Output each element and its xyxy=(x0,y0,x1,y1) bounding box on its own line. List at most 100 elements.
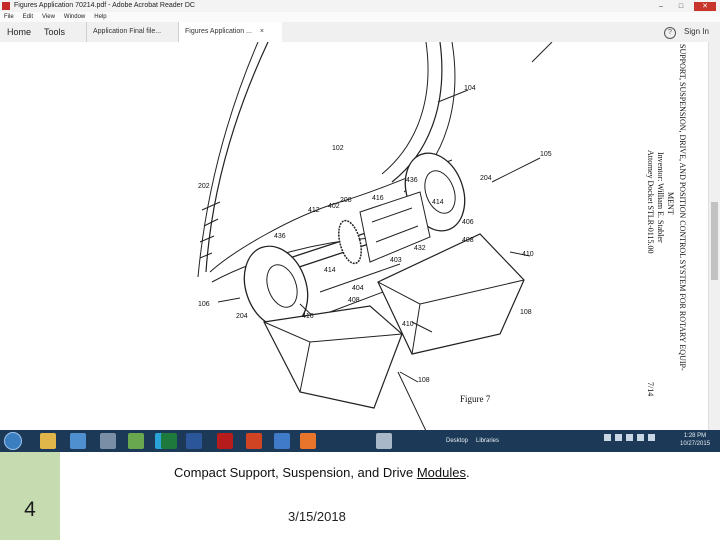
network-icon[interactable] xyxy=(128,433,144,449)
media-icon[interactable] xyxy=(70,433,86,449)
sign-in-link[interactable]: Sign In xyxy=(684,27,709,36)
menu-view[interactable]: View xyxy=(42,14,55,20)
right-wheel-hub xyxy=(424,170,456,214)
tab-home[interactable]: Home xyxy=(7,27,32,37)
part-label: 408 xyxy=(462,237,474,244)
part-label: 408 xyxy=(348,297,360,304)
side-text-inventor: Inventor: William E. Stabler xyxy=(656,152,665,243)
tool-icon[interactable] xyxy=(100,433,116,449)
acrobat-icon[interactable] xyxy=(217,433,233,449)
left-support-edges xyxy=(263,321,403,393)
menu-help[interactable]: Help xyxy=(94,14,107,20)
minimize-button[interactable]: – xyxy=(659,2,663,10)
window-title: Figures Application 70214.pdf - Adobe Ac… xyxy=(14,2,195,9)
slide-caption-link[interactable]: Modules xyxy=(416,465,466,480)
left-wheel-hub xyxy=(266,264,298,308)
part-label: 416 xyxy=(372,195,384,202)
side-text-title: SUPPORT, SUSPENSION, DRIVE, AND POSITION… xyxy=(678,44,687,371)
drive-gear xyxy=(338,219,362,265)
side-text-title-2: MENT xyxy=(666,192,675,215)
part-label: 208 xyxy=(340,197,352,204)
word-icon[interactable] xyxy=(186,433,202,449)
slide-caption: Compact Support, Suspension, and Drive M… xyxy=(174,465,470,480)
leader-lines xyxy=(397,42,553,430)
clock-time: 1:28 PM xyxy=(683,433,707,439)
leader-lines-2 xyxy=(217,251,531,333)
part-label: 104 xyxy=(464,85,476,92)
slide-number: 4 xyxy=(24,498,36,521)
side-text-docket: Attorney Docket STLR-0115.00 xyxy=(646,150,655,253)
taskbar-clock[interactable]: 1:28 PM 10/27/2015 xyxy=(680,432,710,448)
tab-document-2[interactable]: Figures Application ... × xyxy=(178,22,282,42)
part-label: 416 xyxy=(302,313,314,320)
scrollbar-thumb[interactable] xyxy=(711,202,718,280)
figure-caption: Figure 7 xyxy=(460,394,491,404)
tray-flag-icon[interactable] xyxy=(615,434,622,441)
right-support-edges xyxy=(377,279,525,355)
part-label: 406 xyxy=(462,219,474,226)
part-label: 410 xyxy=(402,321,414,328)
part-label: 436 xyxy=(406,177,418,184)
part-labels: 104 102 105 202 204 416 208 414 412 402 … xyxy=(198,85,552,384)
right-support-block xyxy=(377,233,525,355)
tray-battery-icon[interactable] xyxy=(648,434,655,441)
windows-taskbar: Desktop Libraries 1:28 PM 10/27/2015 xyxy=(0,430,720,452)
tab-document-2-label: Figures Application ... xyxy=(185,28,252,35)
patent-figure: 104 102 105 202 204 416 208 414 412 402 … xyxy=(197,42,687,430)
pen-icon[interactable] xyxy=(376,433,392,449)
acrobat-app-icon xyxy=(2,2,10,10)
part-label: 204 xyxy=(236,313,248,320)
part-label: 106 xyxy=(198,301,210,308)
part-label: 410 xyxy=(522,251,534,258)
tray-volume-icon[interactable] xyxy=(637,434,644,441)
acrobat-screenshot: Figures Application 70214.pdf - Adobe Ac… xyxy=(0,0,720,452)
part-label: 414 xyxy=(324,267,336,274)
menu-window[interactable]: Window xyxy=(63,14,86,20)
tray-arrow-icon[interactable] xyxy=(604,434,611,441)
tab-document-1[interactable]: Application Final file... xyxy=(86,22,178,42)
firefox-icon[interactable] xyxy=(300,433,316,449)
excel-icon[interactable] xyxy=(161,433,177,449)
part-label: 204 xyxy=(480,175,492,182)
part-label: 402 xyxy=(328,203,340,210)
part-label: 202 xyxy=(198,183,210,190)
ring-edge-right xyxy=(381,42,429,175)
vertical-scrollbar[interactable] xyxy=(708,42,720,430)
part-label: 414 xyxy=(432,199,444,206)
close-button[interactable]: ✕ xyxy=(694,1,716,11)
taskbar-libraries[interactable]: Libraries xyxy=(476,438,500,444)
maximize-button[interactable]: □ xyxy=(678,2,684,10)
folder-icon[interactable] xyxy=(40,433,56,449)
slide-accent-strip xyxy=(0,452,60,540)
clock-date: 10/27/2015 xyxy=(680,441,711,447)
powerpoint-icon[interactable] xyxy=(246,433,262,449)
slide-caption-period: . xyxy=(465,465,470,480)
chrome-icon[interactable] xyxy=(274,433,290,449)
side-text-page: 7/14 xyxy=(646,382,655,396)
left-support-block xyxy=(263,305,403,409)
part-label: 404 xyxy=(352,285,364,292)
window-titlebar: Figures Application 70214.pdf - Adobe Ac… xyxy=(0,0,720,12)
help-icon[interactable]: ? xyxy=(664,27,676,39)
menu-file[interactable]: File xyxy=(4,14,14,20)
part-label: 403 xyxy=(390,257,402,264)
slide-date: 3/15/2018 xyxy=(288,509,346,524)
tab-toolbar: Home Tools Application Final file... Fig… xyxy=(0,22,720,43)
window-controls: – □ ✕ xyxy=(654,0,716,12)
ring-outer-right xyxy=(391,42,443,183)
taskbar-desktop[interactable]: Desktop xyxy=(446,438,469,444)
left-hatching xyxy=(199,201,221,259)
menu-edit[interactable]: Edit xyxy=(22,14,34,20)
tab-close-icon[interactable]: × xyxy=(259,28,264,35)
system-tray xyxy=(604,434,655,441)
start-button[interactable] xyxy=(4,432,22,450)
part-label: 412 xyxy=(308,207,320,214)
drive-frame-detail xyxy=(371,207,419,243)
part-label: 436 xyxy=(274,233,286,240)
part-label: 108 xyxy=(520,309,532,316)
tab-tools[interactable]: Tools xyxy=(44,27,66,37)
menu-bar: File Edit View Window Help xyxy=(0,12,720,22)
slide-caption-text: Compact Support, Suspension, and Drive xyxy=(174,465,417,480)
part-label: 432 xyxy=(414,245,426,252)
tray-network-icon[interactable] xyxy=(626,434,633,441)
